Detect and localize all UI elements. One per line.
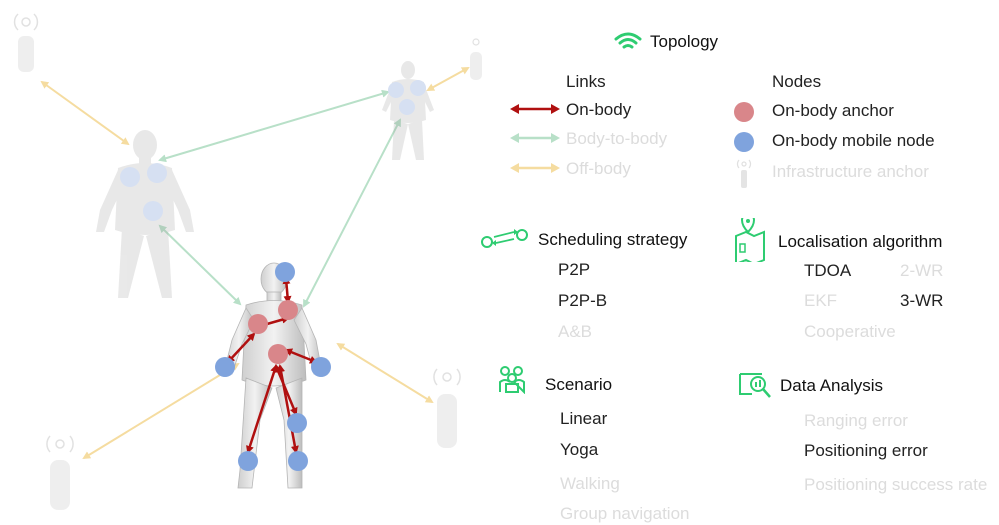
body-to-body-links [158,89,401,308]
legend-link-off-body: Off-body [566,159,631,178]
legend-node-infrastructure: Infrastructure anchor [772,162,929,181]
faded-node [388,82,404,98]
scenario-option-linear: Linear [560,409,608,428]
faded-node [147,163,167,183]
faded-node [399,99,415,115]
wifi-icon [614,32,642,49]
scenario-title: Scenario [545,375,613,394]
on-body-mobile-node [275,262,295,282]
data-analysis-title: Data Analysis [780,376,883,395]
body-to-body-link-swatch [510,133,560,143]
on-body-mobile-node [238,451,258,471]
on-body-anchor-swatch [734,102,754,122]
map-pin-icon [735,218,765,262]
localisation-option-3wr: 3-WR [900,291,944,310]
scheduling-option-p2p-b: P2P-B [558,291,608,310]
infrastructure-anchor [13,13,39,72]
localisation-option-tdoa: TDOA [804,261,852,280]
scheduling-icon [481,229,528,248]
infrastructure-anchor [470,38,482,80]
on-body-mobile-node [311,357,331,377]
faded-node [120,167,140,187]
scheduling-title: Scheduling strategy [538,230,688,249]
scheduling-option-p2p: P2P [558,260,591,279]
localisation-option-cooperative: Cooperative [804,322,896,341]
faded-node [410,80,426,96]
localisation-title: Localisation algorithm [778,232,943,251]
analysis-option-positioning-success-rate: Positioning success rate [804,475,988,494]
on-body-anchor-node [278,300,298,320]
data-analysis-icon [739,373,771,398]
off-body-link-swatch [510,163,560,173]
scenario-option-walking: Walking [560,474,620,493]
legend-node-mobile: On-body mobile node [772,131,935,150]
faded-node [143,201,163,221]
legend-link-body-to-body: Body-to-body [566,129,668,148]
off-body-links [40,67,470,460]
nodes-header: Nodes [772,72,822,91]
on-body-mobile-node [287,413,307,433]
analysis-option-positioning-error: Positioning error [804,441,928,460]
legend-link-on-body: On-body [566,100,632,119]
antenna-icon [736,159,752,188]
on-body-mobile-node [215,357,235,377]
scheduling-option-ab: A&B [558,322,593,341]
mobile-node-swatch [734,132,754,152]
legend-node-anchor: On-body anchor [772,101,894,120]
topology-title: Topology [650,32,719,51]
on-body-anchor-node [268,344,288,364]
infrastructure-anchor [433,368,461,448]
scenario-option-group-navigation: Group navigation [560,504,690,523]
on-body-anchor-node [248,314,268,334]
on-body-mobile-node [288,451,308,471]
localisation-option-2wr: 2-WR [900,261,944,280]
on-body-link-swatch [510,104,560,114]
scenario-option-yoga: Yoga [560,440,599,459]
localisation-option-ekf: EKF [804,291,838,310]
links-header: Links [566,72,606,91]
analysis-option-ranging-error: Ranging error [804,411,908,430]
infrastructure-anchor [46,435,74,510]
group-icon [499,366,525,394]
